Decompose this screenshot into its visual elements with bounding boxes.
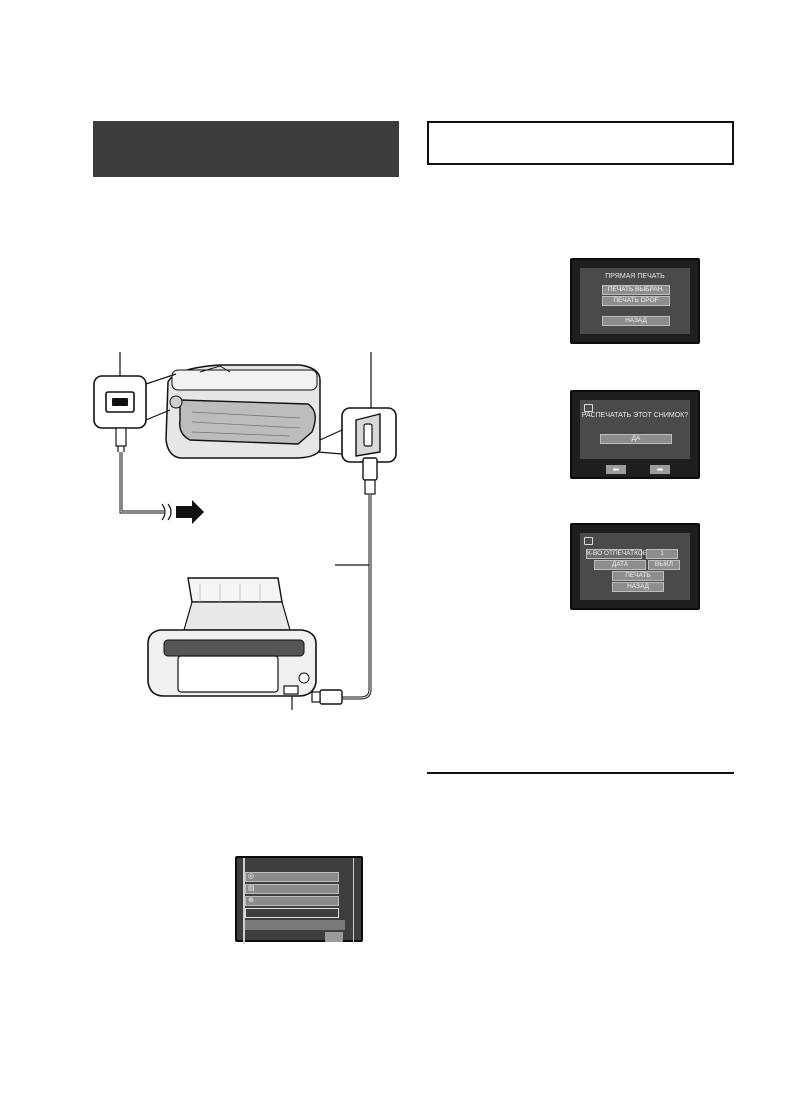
printer-drawing	[147, 577, 317, 697]
back-option[interactable]: НАЗАД	[602, 316, 670, 326]
copies-value[interactable]: 1	[646, 549, 678, 559]
direct-print-screen: ПРЯМАЯ ПЕЧАТЬ ПЕЧАТЬ ВЫБРАН. ПЕЧАТЬ DPOF…	[570, 258, 700, 344]
menu-item-5[interactable]	[245, 920, 345, 930]
menu-scrollbar	[243, 858, 245, 944]
dc-input-zoom	[93, 373, 177, 429]
copies-label: К-ВО ОТПЕЧАТКОВ	[586, 549, 648, 559]
arrow-right-icon[interactable]: ➡	[650, 465, 670, 474]
confirm-print-screen: РАСПЕЧАТАТЬ ЭТОТ СНИМОК? ДА ⬅ ➡	[570, 390, 700, 479]
menu-globe-icon: ⊕	[248, 897, 254, 904]
menu-screen: ◎ ▤ ⊕	[235, 856, 363, 944]
menu-item-3[interactable]: ⊕	[245, 896, 339, 906]
usb-cable	[311, 457, 378, 705]
date-label: ДАТА	[594, 560, 646, 570]
usb-port-zoom	[317, 407, 397, 463]
print-selected-option[interactable]: ПЕЧАТЬ ВЫБРАН.	[602, 285, 670, 295]
print-icon	[584, 537, 593, 545]
yes-button[interactable]: ДА	[600, 434, 672, 444]
arrow-left-icon[interactable]: ⬅	[606, 465, 626, 474]
menu-divider	[353, 858, 354, 944]
menu-ok-tab[interactable]	[325, 932, 343, 942]
camcorder-drawing	[165, 364, 321, 459]
menu-disc-icon: ◎	[248, 873, 255, 880]
left-section-header	[93, 121, 399, 177]
right-section-header	[427, 121, 734, 165]
print-dpof-option[interactable]: ПЕЧАТЬ DPOF	[602, 296, 670, 306]
connection-illustration	[93, 352, 397, 710]
direct-print-title: ПРЯМАЯ ПЕЧАТЬ	[605, 273, 665, 280]
confirm-question: РАСПЕЧАТАТЬ ЭТОТ СНИМОК?	[581, 412, 689, 419]
menu-item-1[interactable]: ◎	[245, 872, 339, 882]
back-button[interactable]: НАЗАД	[612, 582, 664, 592]
date-value[interactable]: ВЫКЛ	[648, 560, 680, 570]
print-settings-screen: К-ВО ОТПЕЧАТКОВ 1 ДАТА ВЫКЛ ПЕЧАТЬ НАЗАД	[570, 523, 700, 610]
section-divider	[427, 772, 734, 774]
menu-item-selected[interactable]	[245, 908, 339, 918]
menu-item-2[interactable]: ▤	[245, 884, 339, 894]
menu-monitor-icon: ▤	[248, 885, 255, 892]
ac-adapter-cable	[115, 427, 204, 524]
print-icon	[584, 404, 593, 412]
print-button[interactable]: ПЕЧАТЬ	[612, 571, 664, 581]
